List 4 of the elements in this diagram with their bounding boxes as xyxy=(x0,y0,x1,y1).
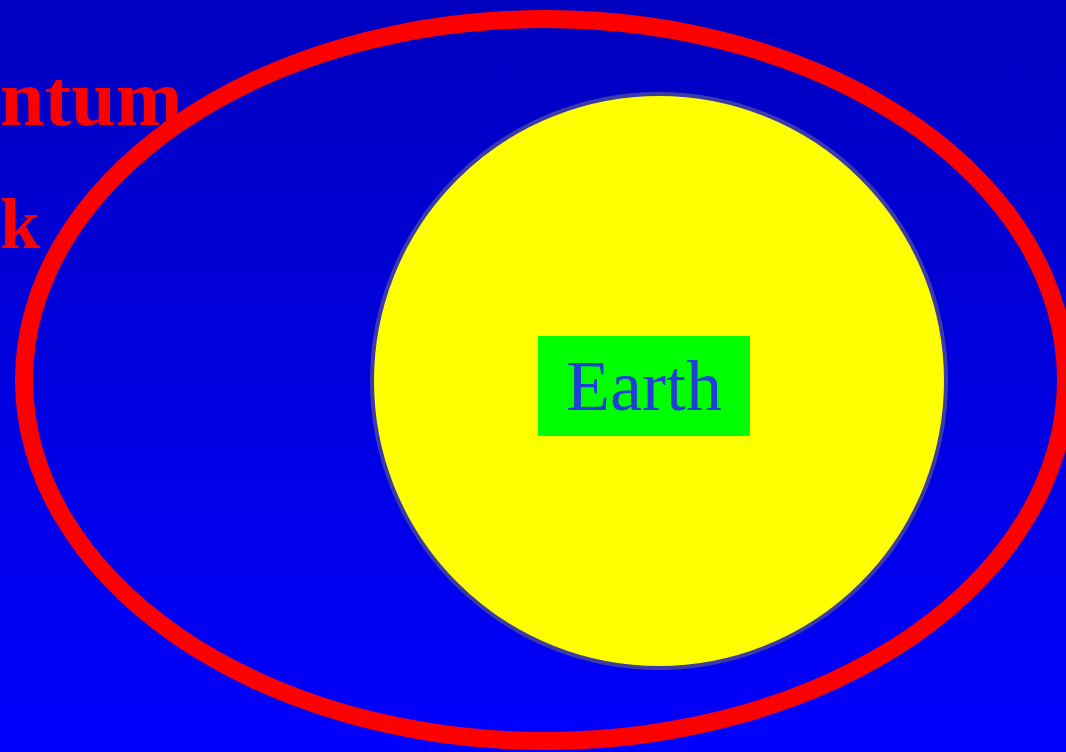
heading-text: k xyxy=(0,188,41,260)
label-box xyxy=(538,336,750,436)
node-label: Earth xyxy=(566,350,722,422)
heading-text: ntum xyxy=(0,58,183,138)
